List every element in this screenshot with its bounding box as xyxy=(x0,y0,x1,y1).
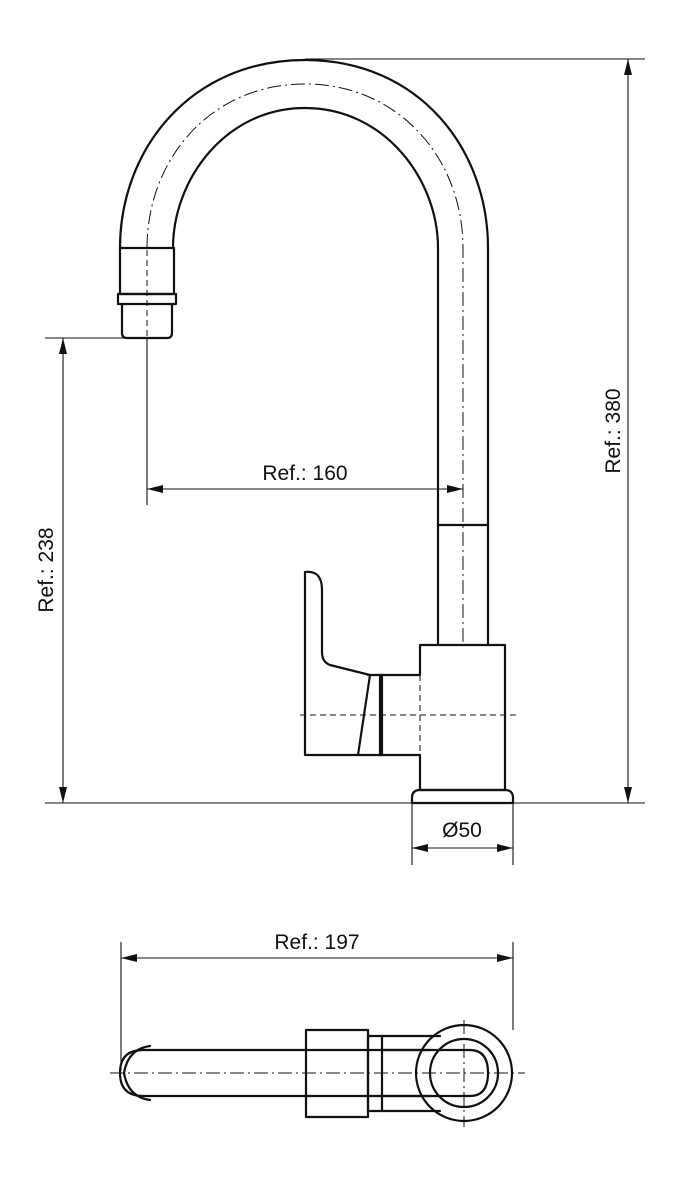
dimension-spout-height: Ref.: 238 xyxy=(35,338,67,803)
dimension-base-diameter: Ø50 xyxy=(412,819,513,852)
spout-inner-edge xyxy=(171,106,440,527)
body-block-top-view xyxy=(380,1034,442,1113)
spout-reach-label: Ref.: 160 xyxy=(262,462,347,485)
dimension-total-length: Ref.: 197 xyxy=(120,931,514,1070)
dimension-total-height: Ref.: 380 xyxy=(602,59,632,803)
total-length-label: Ref.: 197 xyxy=(274,931,359,954)
spout-height-label: Ref.: 238 xyxy=(35,527,58,612)
aerator-nozzle xyxy=(116,246,178,340)
lever-handle xyxy=(303,570,372,757)
spout-lower-tube xyxy=(436,523,490,647)
spout-center-line xyxy=(146,83,464,645)
front-elevation xyxy=(116,58,520,805)
dimension-lines: Ref.: 160 Ref.: 380 Ref.: 238 Ø50 xyxy=(35,58,645,865)
spout-outer-edge xyxy=(118,58,490,527)
base-flange xyxy=(410,788,515,805)
dimension-spout-reach: Ref.: 160 xyxy=(147,462,463,493)
base-diameter-label: Ø50 xyxy=(442,819,482,842)
total-height-label: Ref.: 380 xyxy=(602,388,625,473)
faucet-body xyxy=(378,643,507,792)
top-view: Ref.: 197 xyxy=(110,931,525,1127)
spout-top-view xyxy=(118,1048,490,1098)
